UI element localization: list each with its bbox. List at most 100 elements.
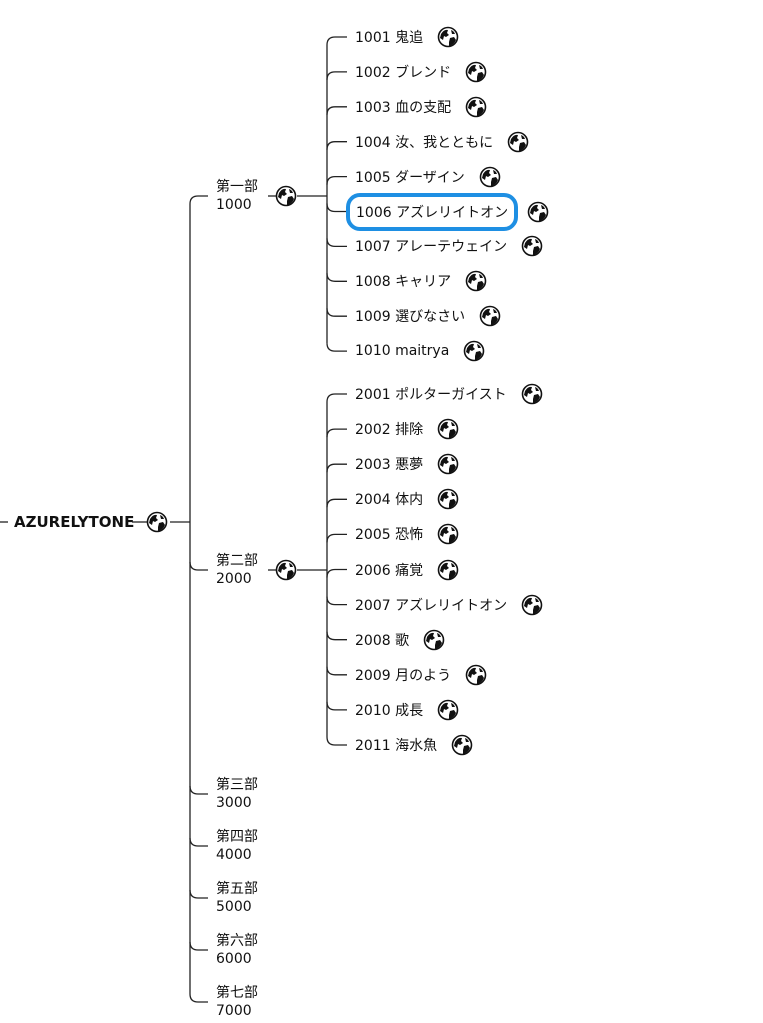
globe-icon[interactable] <box>423 629 445 651</box>
topic-label: 1003 血の支配 <box>355 99 452 116</box>
topic-node[interactable]: 1008 キャリア <box>355 270 487 292</box>
connector <box>326 141 347 150</box>
globe-icon[interactable] <box>275 559 297 581</box>
globe-icon[interactable] <box>451 734 473 756</box>
topic-node[interactable]: 2005 恐怖 <box>355 523 459 545</box>
root-label: AZURELYTONE <box>14 513 135 531</box>
part-number: 3000 <box>216 795 252 811</box>
topic-node[interactable]: 1004 汝、我とともに <box>355 131 529 153</box>
connector <box>326 533 347 543</box>
topic-label: 1005 ダーザイン <box>355 169 465 186</box>
part-title: 第四部 <box>216 829 258 845</box>
globe-icon[interactable] <box>465 664 487 686</box>
topic-node[interactable]: 2007 アズレリイトオン <box>355 594 543 616</box>
globe-icon[interactable] <box>479 166 501 188</box>
part-title: 第七部 <box>216 985 258 1001</box>
connector <box>326 666 347 676</box>
topic-label: 2001 ポルターガイスト <box>355 387 507 403</box>
topic-label: 1010 maitrya <box>355 343 450 360</box>
connector <box>326 736 347 746</box>
globe-icon[interactable] <box>507 131 529 153</box>
part-number: 2000 <box>216 571 252 587</box>
globe-icon[interactable] <box>437 699 459 721</box>
globe-icon[interactable] <box>521 383 543 405</box>
topic-label: 1007 アレーテウェイン <box>355 239 508 256</box>
topic-node[interactable]: 2011 海水魚 <box>355 734 473 756</box>
topic-label: 1004 汝、我とともに <box>355 134 494 151</box>
topic-label: 1002 ブレンド <box>355 64 452 81</box>
globe-icon[interactable] <box>146 511 168 533</box>
topic-node-selected[interactable]: 1006 アズレリイトオン <box>345 192 549 231</box>
topic-node[interactable]: 2010 成長 <box>355 699 459 721</box>
topic-label: 2002 排除 <box>355 422 424 439</box>
connector <box>326 175 347 185</box>
globe-icon[interactable] <box>437 26 459 48</box>
globe-icon[interactable] <box>465 96 487 118</box>
topic-node[interactable]: 2008 歌 <box>355 629 445 651</box>
topic-label: 1009 選びなさい <box>355 309 466 326</box>
globe-icon[interactable] <box>479 305 501 327</box>
part-number: 5000 <box>216 899 252 915</box>
topic-label: 2006 痛覚 <box>355 562 424 579</box>
connector <box>189 785 208 795</box>
topic-node[interactable]: 1005 ダーザイン <box>355 166 501 188</box>
topic-node[interactable]: 1001 鬼追 <box>355 26 459 48</box>
part-title: 第五部 <box>216 881 258 897</box>
connector <box>326 596 347 606</box>
connector <box>189 561 208 571</box>
globe-icon[interactable] <box>437 523 459 545</box>
globe-icon[interactable] <box>527 201 549 223</box>
part-number: 7000 <box>216 1003 252 1019</box>
topic-node[interactable]: 1002 ブレンド <box>355 61 487 83</box>
globe-icon[interactable] <box>521 235 543 257</box>
part-node[interactable]: 第五部 5000 <box>216 880 258 916</box>
connector <box>189 837 208 847</box>
globe-icon[interactable] <box>437 453 459 475</box>
topic-node[interactable]: 1009 選びなさい <box>355 305 501 327</box>
part-node[interactable]: 第七部 7000 <box>216 984 258 1020</box>
topic-node[interactable]: 2009 月のよう <box>355 664 487 686</box>
globe-icon[interactable] <box>465 270 487 292</box>
connector <box>326 71 347 80</box>
topic-node[interactable]: 2001 ポルターガイスト <box>355 383 543 405</box>
part-title: 第三部 <box>216 777 258 793</box>
part-title: 第六部 <box>216 933 258 949</box>
globe-icon[interactable] <box>437 559 459 581</box>
topic-node[interactable]: 1007 アレーテウェイン <box>355 235 543 257</box>
connector <box>326 106 347 115</box>
root-node[interactable]: AZURELYTONE <box>14 511 168 533</box>
topic-label: 1006 アズレリイトオン <box>345 192 519 231</box>
topic-label: 1001 鬼追 <box>355 30 424 46</box>
topic-node[interactable]: 1010 maitrya <box>355 340 485 362</box>
globe-icon[interactable] <box>275 185 297 207</box>
topic-label: 2009 月のよう <box>355 667 452 684</box>
part-title: 第一部 <box>216 179 258 195</box>
connector <box>326 631 347 641</box>
connector <box>326 463 347 473</box>
topic-node[interactable]: 2002 排除 <box>355 418 459 440</box>
connector <box>326 273 347 282</box>
topic-node[interactable]: 2006 痛覚 <box>355 559 459 581</box>
connector <box>189 993 208 1003</box>
connector <box>326 428 347 438</box>
connector <box>326 238 347 248</box>
globe-icon[interactable] <box>463 340 485 362</box>
globe-icon[interactable] <box>437 418 459 440</box>
connector <box>189 889 208 899</box>
topic-node[interactable]: 2004 体内 <box>355 488 459 510</box>
connector <box>326 498 347 508</box>
globe-icon[interactable] <box>521 594 543 616</box>
part-node[interactable]: 第六部 6000 <box>216 932 258 968</box>
topic-node[interactable]: 1003 血の支配 <box>355 96 487 118</box>
globe-icon[interactable] <box>437 488 459 510</box>
connector <box>326 203 347 213</box>
globe-icon[interactable] <box>465 61 487 83</box>
topic-node[interactable]: 2003 悪夢 <box>355 453 459 475</box>
part-node[interactable]: 第三部 3000 <box>216 776 258 812</box>
part-number: 6000 <box>216 951 252 967</box>
topic-label: 1008 キャリア <box>355 274 452 291</box>
